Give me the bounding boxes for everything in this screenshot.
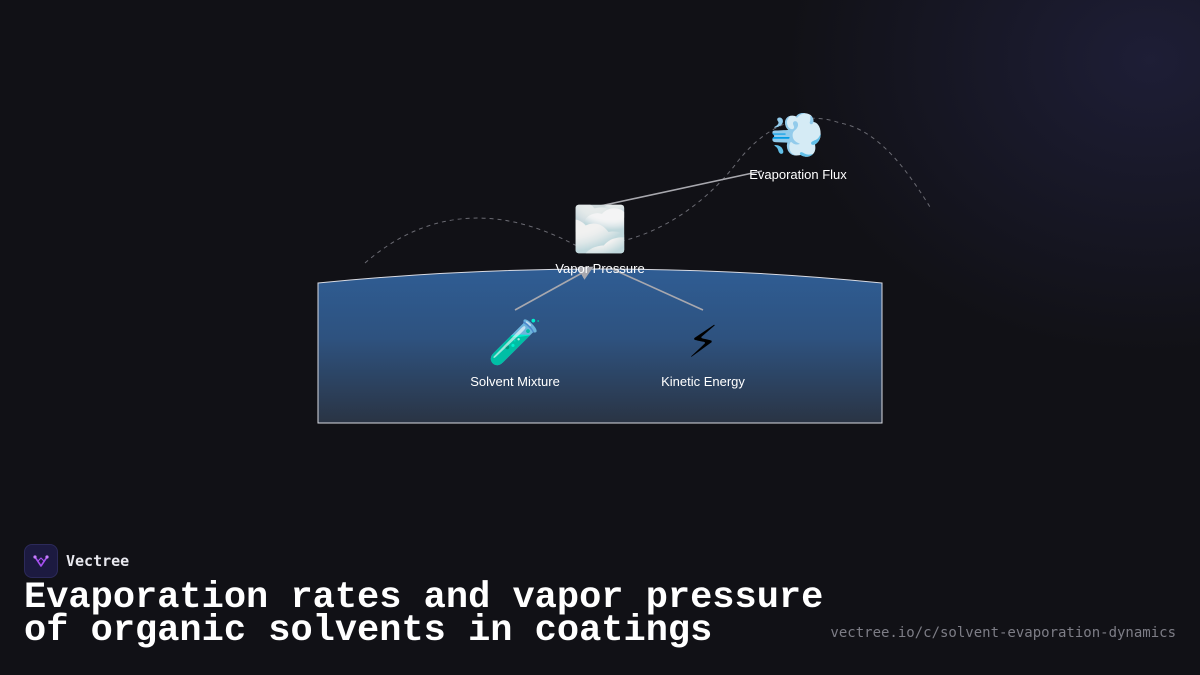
edge-solvent-to-vapor bbox=[514, 266, 594, 311]
node-label-evaporation-flux: Evaporation Flux bbox=[749, 167, 847, 182]
vectree-logo-icon bbox=[24, 544, 58, 578]
brand-name: Vectree bbox=[66, 552, 130, 570]
test-tube-icon: 🧪 bbox=[487, 317, 543, 368]
dashing-away-icon: 💨 bbox=[769, 110, 825, 161]
edge-kinetic-to-vapor bbox=[609, 267, 704, 311]
node-label-kinetic-energy: Kinetic Energy bbox=[661, 374, 745, 389]
fog-icon: 🌫️ bbox=[572, 204, 628, 255]
brand: Vectree bbox=[24, 544, 129, 578]
source-url: vectree.io/c/solvent-evaporation-dynamic… bbox=[830, 625, 1176, 641]
liquid-container bbox=[317, 268, 883, 424]
vapor-wave-curve bbox=[364, 117, 931, 264]
title-line-2: of organic solvents in coatings bbox=[24, 610, 713, 652]
lightning-icon: ⚡ bbox=[687, 317, 719, 368]
node-label-solvent-mixture: Solvent Mixture bbox=[470, 374, 560, 389]
title-line-1: Evaporation rates and vapor pressure bbox=[24, 577, 824, 619]
page-title: Evaporation rates and vapor pressure of … bbox=[24, 577, 824, 652]
node-label-vapor-pressure: Vapor Pressure bbox=[555, 261, 645, 276]
edge-vapor-to-flux bbox=[599, 170, 763, 207]
